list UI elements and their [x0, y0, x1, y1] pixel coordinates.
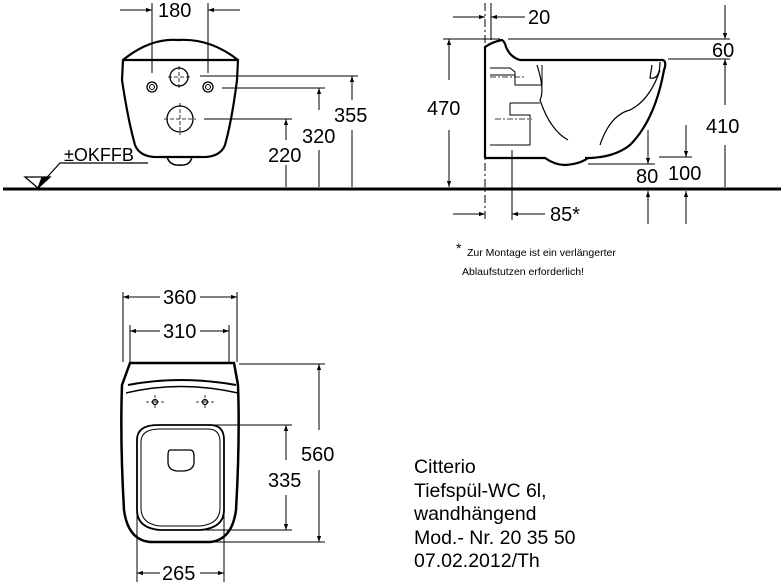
dim-wall-offset: 20 — [528, 7, 550, 29]
product-type: Tiefspül-WC 6l, — [414, 479, 547, 502]
dim-height-320: 320 — [302, 126, 335, 148]
dim-length-total: 560 — [301, 444, 334, 466]
front-view — [23, 3, 358, 189]
dim-total-height: 470 — [427, 98, 460, 120]
mounting-type: wandhängend — [414, 503, 537, 525]
side-view — [443, 3, 730, 224]
dim-top-offset: 60 — [712, 40, 734, 62]
footnote-asterisk: * — [456, 240, 462, 256]
dim-height-355: 355 — [334, 105, 367, 127]
dim-seat-height: 410 — [706, 116, 739, 138]
dim-width-outer: 360 — [163, 287, 196, 309]
footnote-line-1: Zur Montage ist ein verlängerter — [467, 247, 616, 259]
front-body-outline — [120, 38, 240, 159]
top-view — [120, 292, 325, 582]
dim-width-seat: 310 — [163, 321, 196, 343]
floor-level-label: ±OKFFB — [64, 145, 134, 165]
dim-opening-length: 335 — [268, 470, 301, 492]
model-number: Mod.- Nr. 20 35 50 — [414, 526, 576, 549]
dim-bottom-80: 80 — [636, 166, 658, 188]
dim-drain-offset: 85* — [550, 204, 580, 226]
dim-hole-spacing: 180 — [158, 0, 191, 22]
dim-bottom-100: 100 — [668, 163, 701, 185]
dim-bottom-width: 265 — [162, 563, 195, 584]
drawing-date: 07.02.2012/Th — [414, 550, 540, 572]
dim-height-220: 220 — [268, 145, 301, 167]
footnote-line-2: Ablaufstutzen erforderlich! — [462, 266, 584, 278]
product-name: Citterio — [414, 456, 476, 478]
title-block: Citterio Tiefspül-WC 6l, wandhängend Mod… — [414, 456, 576, 574]
